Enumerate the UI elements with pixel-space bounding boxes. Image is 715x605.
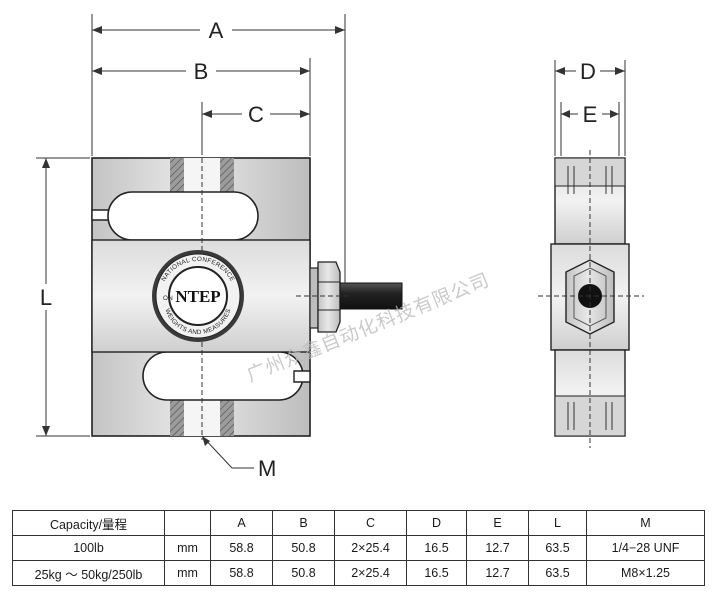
dimension-a: A (91, 14, 346, 284)
dimension-m: M (201, 435, 276, 481)
spec-table: Capacity/量程 A B C D E L M 100lb mm 58.8 … (12, 510, 705, 586)
table-cell: 2×25.4 (334, 535, 407, 561)
dimension-b: B (92, 58, 311, 156)
lower-slot (293, 370, 311, 383)
ntep-seal: NATIONAL CONFERENCE WEIGHTS AND MEASURES… (152, 250, 244, 342)
label-d: D (580, 59, 596, 84)
header-cell: A (210, 510, 273, 536)
header-cell: C (334, 510, 407, 536)
label-a: A (209, 18, 224, 43)
table-row: 100lb mm 58.8 50.8 2×25.4 16.5 12.7 63.5… (12, 535, 705, 561)
label-c: C (248, 102, 264, 127)
header-cell: B (272, 510, 335, 536)
dimension-c: C (201, 102, 311, 150)
table-cell: 25kg ～ 50kg/250lb (12, 560, 165, 586)
label-b: B (194, 59, 209, 84)
header-cell: D (406, 510, 467, 536)
seal-mark: NTEP (175, 287, 220, 306)
gland-nut (317, 261, 341, 333)
table-cell: mm (164, 560, 211, 586)
svg-text:ON: ON (163, 295, 173, 302)
table-cell: 1/4−28 UNF (586, 535, 705, 561)
dimension-e: E (560, 102, 620, 156)
upper-slot-opening (107, 191, 259, 241)
table-cell: 58.8 (210, 535, 273, 561)
dimension-l: L (36, 157, 90, 437)
table-cell: 63.5 (528, 560, 587, 586)
header-cell (164, 510, 211, 536)
load-cell-drawing: NATIONAL CONFERENCE WEIGHTS AND MEASURES… (36, 14, 644, 481)
table-cell: mm (164, 535, 211, 561)
table-cell: 16.5 (406, 535, 467, 561)
table-cell: M8×1.25 (586, 560, 705, 586)
label-m: M (258, 456, 276, 481)
table-cell: 12.7 (466, 560, 529, 586)
header-cell: L (528, 510, 587, 536)
header-cell: M (586, 510, 705, 536)
header-cell: Capacity/量程 (12, 510, 165, 536)
header-cell: E (466, 510, 529, 536)
cable-gland-base (309, 267, 319, 329)
table-cell: 100lb (12, 535, 165, 561)
label-l: L (40, 285, 52, 310)
table-cell: 50.8 (272, 535, 335, 561)
label-e: E (583, 102, 598, 127)
side-view (538, 150, 644, 448)
dimension-d: D (554, 59, 626, 156)
table-cell: 2×25.4 (334, 560, 407, 586)
table-cell: 16.5 (406, 560, 467, 586)
table-cell: 63.5 (528, 535, 587, 561)
table-row: 25kg ～ 50kg/250lb mm 58.8 50.8 2×25.4 16… (12, 560, 705, 586)
cable (339, 282, 403, 310)
table-header-row: Capacity/量程 A B C D E L M (12, 510, 705, 536)
front-view: NATIONAL CONFERENCE WEIGHTS AND MEASURES… (91, 150, 403, 440)
table-cell: 50.8 (272, 560, 335, 586)
table-cell: 58.8 (210, 560, 273, 586)
table-cell: 12.7 (466, 535, 529, 561)
